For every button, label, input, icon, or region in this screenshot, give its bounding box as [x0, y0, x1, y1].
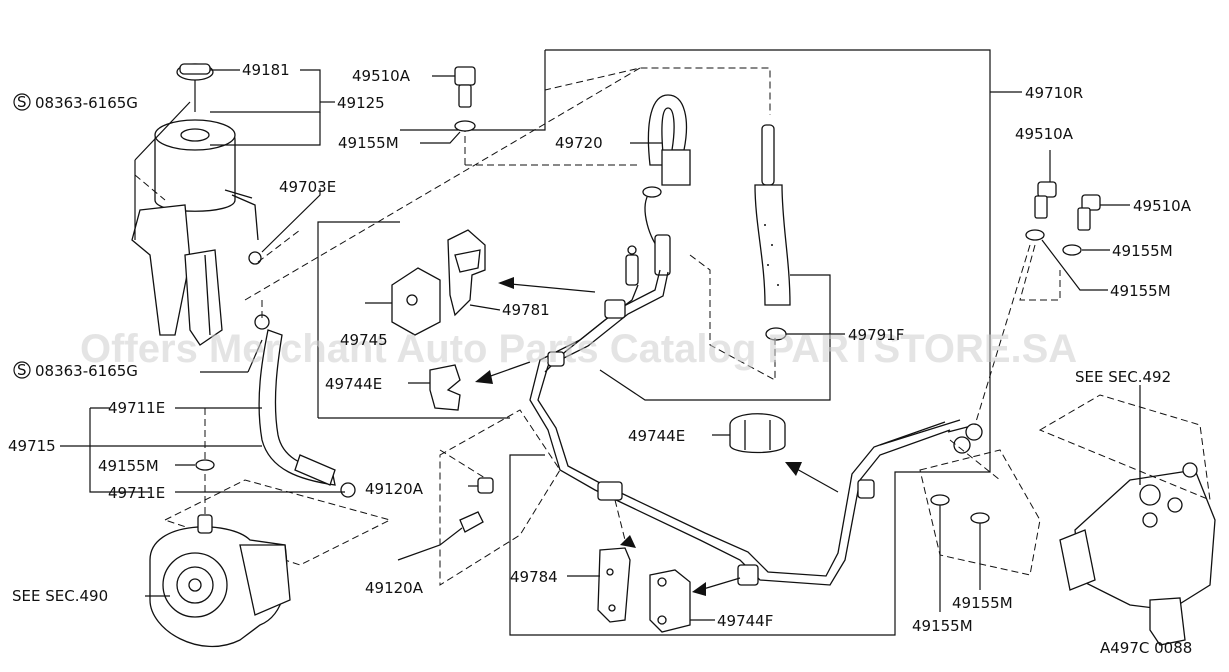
watermark: Offers Merchant Auto Parts Catalog PARTS…: [80, 327, 1077, 371]
clamp-49744e-left: [429, 364, 461, 411]
washer-49155m-r3: [930, 494, 950, 506]
label-49155m-top: 49155M: [338, 134, 399, 152]
clamp-49744e-mid: [729, 413, 786, 454]
bolt-49120a-b: [459, 511, 484, 533]
washer-49155m-r2: [1062, 244, 1082, 256]
hose-49791f: [754, 124, 791, 341]
label-49710r: 49710R: [1025, 84, 1083, 102]
return-hose-49715: [254, 314, 356, 498]
label-49155m-r1: 49155M: [1112, 242, 1173, 260]
washer-49155m-left: [195, 459, 215, 471]
label-49703e: 49703E: [279, 178, 336, 196]
label-49125: 49125: [337, 94, 385, 112]
clamp-49703e: [248, 188, 321, 265]
label-49510a-top: 49510A: [352, 67, 411, 85]
label-49510a-r1: 49510A: [1015, 125, 1074, 143]
label-49784: 49784: [510, 568, 558, 586]
label-49745: 49745: [340, 331, 388, 349]
group-outline-hose: [400, 50, 546, 131]
group-outline-49710r: [509, 49, 991, 636]
reservoir-assembly: [131, 63, 259, 346]
s-mark-mid: S: [13, 361, 31, 379]
label-bolt-top: 08363-6165G: [35, 94, 138, 112]
bolt-49120a-a: [468, 477, 494, 494]
label-49155m-r3: 49155M: [952, 594, 1013, 612]
cushion-49744f: [649, 569, 691, 633]
label-see-sec-490: SEE SEC.490: [12, 587, 108, 605]
bolt-49510a-top: [454, 66, 476, 108]
steering-gear-box: [1059, 410, 1216, 646]
label-see-sec-492: SEE SEC.492: [1075, 368, 1171, 386]
label-bolt-mid: 08363-6165G: [35, 362, 138, 380]
washer-49155m-top: [454, 120, 476, 132]
svg-text:S: S: [17, 93, 27, 111]
label-49181: 49181: [242, 61, 290, 79]
bracket-49784: [597, 547, 631, 623]
washer-49155m-r4: [970, 512, 990, 524]
diagram-code: A497C 0088: [1100, 639, 1192, 657]
label-49744f: 49744F: [717, 612, 773, 630]
hose-clamp: [340, 482, 356, 498]
label-49744e-left: 49744E: [325, 375, 382, 393]
label-49720: 49720: [555, 134, 603, 152]
clamp-49781: [447, 229, 486, 317]
power-steering-pump: [149, 514, 291, 648]
label-49791f: 49791F: [848, 326, 904, 344]
label-49155m-r2: 49155M: [1110, 282, 1171, 300]
group-outline-left: [317, 221, 400, 418]
label-49711e-top: 49711E: [108, 399, 165, 417]
bolt-49510a-r1: [1034, 181, 1057, 219]
svg-text:S: S: [17, 361, 27, 379]
pressure-hose-49720: [625, 94, 691, 286]
washer-49155m-r1: [1025, 229, 1045, 241]
label-49155m-r4: 49155M: [912, 617, 973, 635]
cushion-49745: [391, 267, 441, 336]
label-49781: 49781: [502, 301, 550, 319]
label-49510a-r2: 49510A: [1133, 197, 1192, 215]
label-49155m-left: 49155M: [98, 457, 159, 475]
label-49744e-mid: 49744E: [628, 427, 685, 445]
s-mark-top: S: [13, 93, 31, 111]
pipe-assembly-49710r: [529, 269, 983, 586]
label-49711e-bottom: 49711E: [108, 484, 165, 502]
label-49120a-a: 49120A: [365, 480, 424, 498]
label-49715: 49715: [8, 437, 56, 455]
label-49120a-b: 49120A: [365, 579, 424, 597]
bolt-49510a-r2: [1077, 194, 1101, 231]
